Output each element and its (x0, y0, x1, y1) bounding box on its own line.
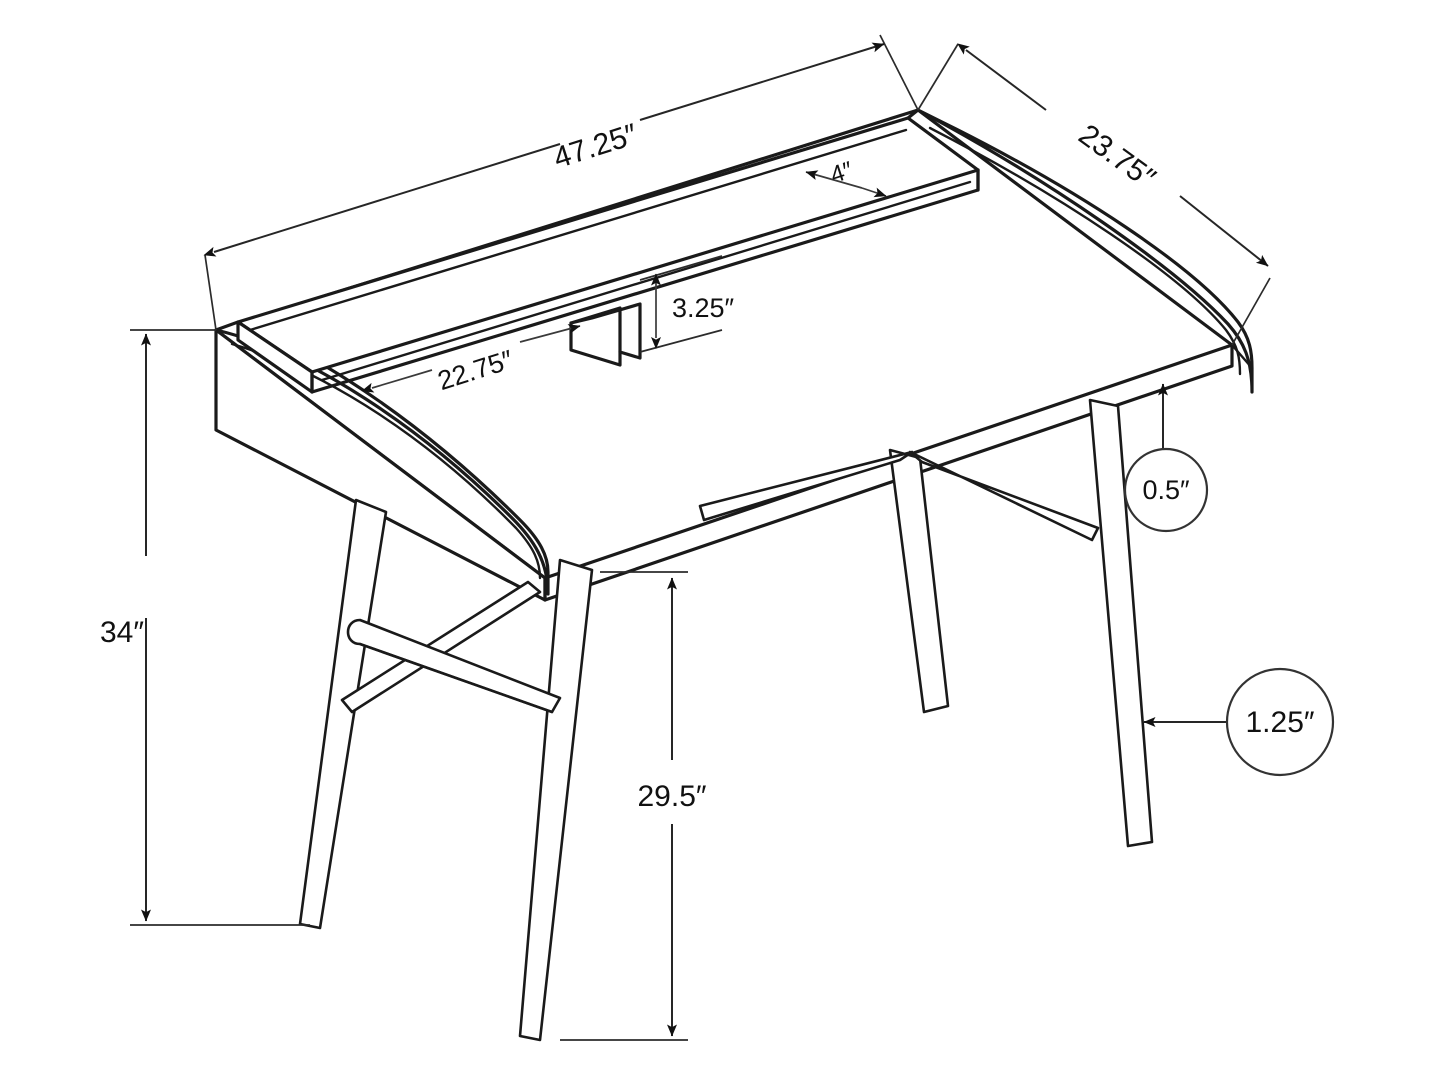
dimension-shelf-clearance: 3.25″ (639, 255, 735, 353)
callout-top-thickness: 0.5″ (1123, 383, 1209, 533)
callout-label-top-thickness: 0.5″ (1142, 475, 1190, 505)
leg-front-left (298, 498, 388, 930)
desk-illustration (214, 108, 1254, 1042)
desk-top (214, 108, 1234, 602)
callout-label-leg-thickness: 1.25″ (1245, 706, 1314, 739)
dimension-label-overall-height: 34″ (100, 616, 144, 649)
callout-leg-thickness: 1.25″ (1143, 667, 1335, 777)
dimension-label-shelf-clearance: 3.25″ (672, 293, 735, 323)
leg-rear-right (1088, 398, 1154, 848)
leg-rear-left (518, 558, 594, 1042)
shelf-support (569, 302, 642, 367)
callout-circle-top-thickness (1123, 447, 1209, 533)
dimension-overall-height: 34″ (100, 329, 310, 926)
brace-right (698, 450, 1100, 542)
dimension-desk-surface-height: 29.5″ (560, 571, 707, 1041)
dimension-label-overall-depth: 23.75″ (1073, 118, 1162, 195)
leg-front-right (888, 448, 950, 714)
side-rail-right (916, 108, 1254, 394)
dimension-label-overall-width: 47.25″ (550, 118, 642, 175)
callout-circle-leg-thickness (1225, 667, 1335, 777)
shelf-riser-panel (906, 108, 980, 192)
dimension-label-desk-surface-height: 29.5″ (637, 780, 706, 813)
brace-left (340, 580, 562, 714)
